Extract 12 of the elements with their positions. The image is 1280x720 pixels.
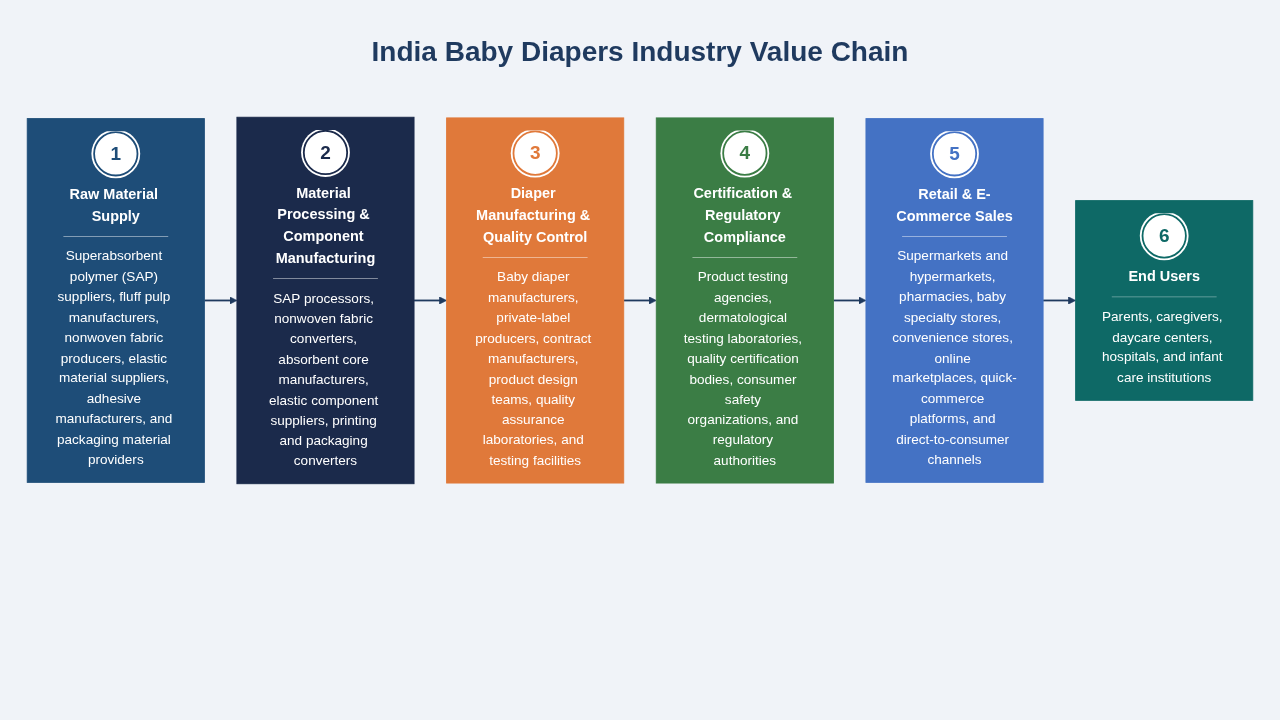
- node-box: 4 Certification & Regulatory Compliance Product testing agencies, dermatological testing laboratories, quality certification bodies, consumer safety organizations, and regulatory authorities: [655, 117, 834, 484]
- node-box: 3 Diaper Manufacturing & Quality Control Baby diaper manufacturers, private-label producers, contract manufacturers, product design teams, quality assurance laboratories, and testing facilities: [446, 117, 625, 484]
- arrow: [413, 296, 447, 305]
- node-box: 5 Retail & E-Commerce Sales Supermarkets and hypermarkets, pharmacies, baby specialty stores, convenience stores, online marketplaces, quick-commerce platforms, and direct-to-consumer channels: [865, 118, 1044, 483]
- arrow: [1042, 296, 1076, 305]
- diagram-title: India Baby Diapers Industry Value Chain: [371, 36, 909, 68]
- node-box: 6 End Users Parents, caregivers, daycare centers, hospitals, and infant care institutions: [1075, 200, 1254, 401]
- node-box: 1 Raw Material Supply Superabsorbent polymer (SAP) suppliers, fluff pulp manufacturers, nonwoven fabric producers, elastic material suppliers, adhesive manufacturers, and packaging material providers: [26, 118, 205, 483]
- arrow: [203, 296, 238, 305]
- arrow: [832, 296, 867, 305]
- arrow: [622, 296, 657, 305]
- node-box: 2 Material Processing & Component Manufacturing SAP processors, nonwoven fabric converters, absorbent core manufacturers, elastic component suppliers, printing and packaging converters: [236, 116, 415, 485]
